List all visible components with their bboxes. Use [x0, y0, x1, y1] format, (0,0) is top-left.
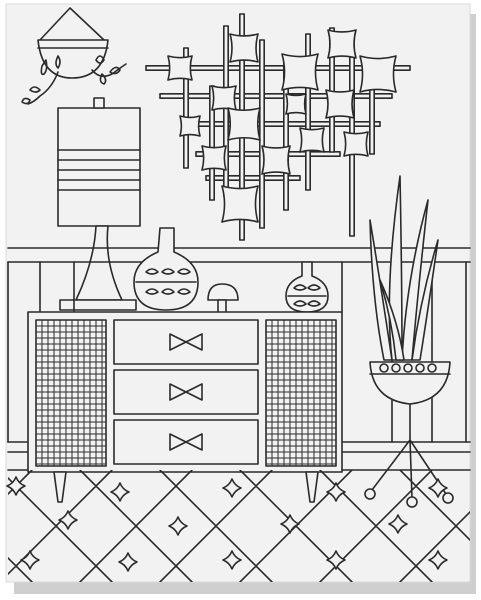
floor-star-icon: [428, 478, 448, 498]
floor-star-icon: [388, 514, 408, 534]
floor-star-icon: [222, 550, 242, 570]
vase-icon-2: [285, 261, 329, 313]
hanging-plant-icon: [21, 7, 127, 105]
floor-star-icon: [326, 482, 346, 502]
mushroom-icon: [207, 283, 239, 315]
floor-star-icon: [20, 550, 40, 570]
floor-star-icon: [110, 482, 130, 502]
lamp-icon: [57, 97, 141, 311]
floor-star-icon: [118, 552, 138, 572]
floor-star-icon: [58, 510, 78, 530]
vase-icon: [133, 227, 199, 311]
floor-star-icon: [326, 550, 346, 570]
floor-star-icon: [6, 476, 26, 496]
floor-star-icon: [428, 550, 448, 570]
snake-plant-icon: [364, 175, 454, 508]
floor-star-icon: [280, 514, 300, 534]
sideboard-icon: [27, 311, 343, 503]
floor-star-icon: [168, 516, 188, 536]
sculpture-icon: [145, 13, 411, 241]
floor-star-icon: [222, 478, 242, 498]
floor-tiles: [6, 469, 471, 582]
